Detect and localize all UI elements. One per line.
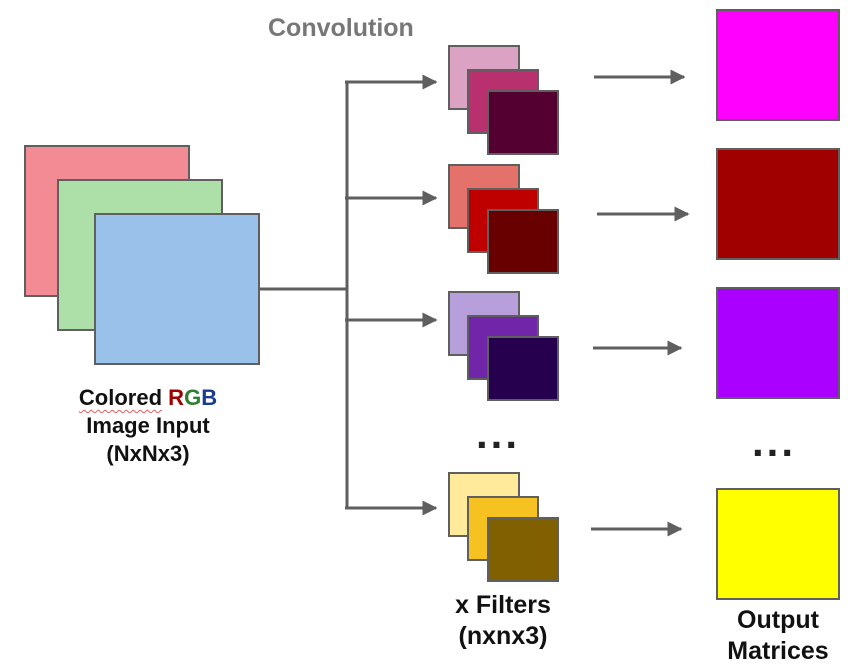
outputs-caption: Output Matrices (698, 605, 858, 667)
output-matrix-1 (716, 9, 840, 121)
convolution-title: Convolution (268, 14, 414, 42)
input-layer-blue (94, 213, 260, 365)
outputs-caption-line1: Output (737, 606, 819, 634)
output-matrices (716, 9, 840, 600)
input-caption-line3: (NxNx3) (106, 441, 190, 466)
input-image-stack (24, 145, 260, 365)
filter-group-2 (448, 164, 559, 274)
output-arrows (591, 69, 690, 537)
filter-1-layer-3 (487, 90, 559, 155)
input-caption-line2: Image Input (86, 413, 210, 438)
input-caption-letter-g: G (184, 385, 202, 410)
output-matrix-2 (716, 148, 840, 260)
input-caption-letter-r: R (168, 385, 185, 410)
filter-3-layer-3 (487, 336, 559, 401)
filter-group-3 (448, 291, 559, 401)
output-matrix-4 (716, 488, 840, 600)
filter-2-layer-3 (487, 209, 559, 274)
input-caption-letter-b: B (201, 385, 218, 410)
outputs-ellipsis: ... (752, 418, 797, 465)
filter-group-1 (448, 45, 559, 155)
convolution-connectors (259, 74, 438, 516)
filter-groups (448, 45, 559, 582)
filters-caption-line2: (nxnx3) (458, 622, 548, 650)
input-caption: Colored RGB Image Input (NxNx3) (48, 384, 248, 468)
input-caption-line1: Colored RGB (48, 384, 248, 412)
output-matrix-3 (716, 287, 840, 399)
filters-ellipsis: ... (476, 410, 521, 457)
outputs-caption-line2: Matrices (727, 637, 829, 665)
filters-caption: x Filters (nxnx3) (418, 590, 588, 652)
filter-4-layer-3 (487, 517, 559, 582)
input-caption-colored-word: Colored (78, 385, 163, 410)
filter-group-4 (448, 472, 559, 582)
filters-caption-line1: x Filters (455, 591, 551, 619)
